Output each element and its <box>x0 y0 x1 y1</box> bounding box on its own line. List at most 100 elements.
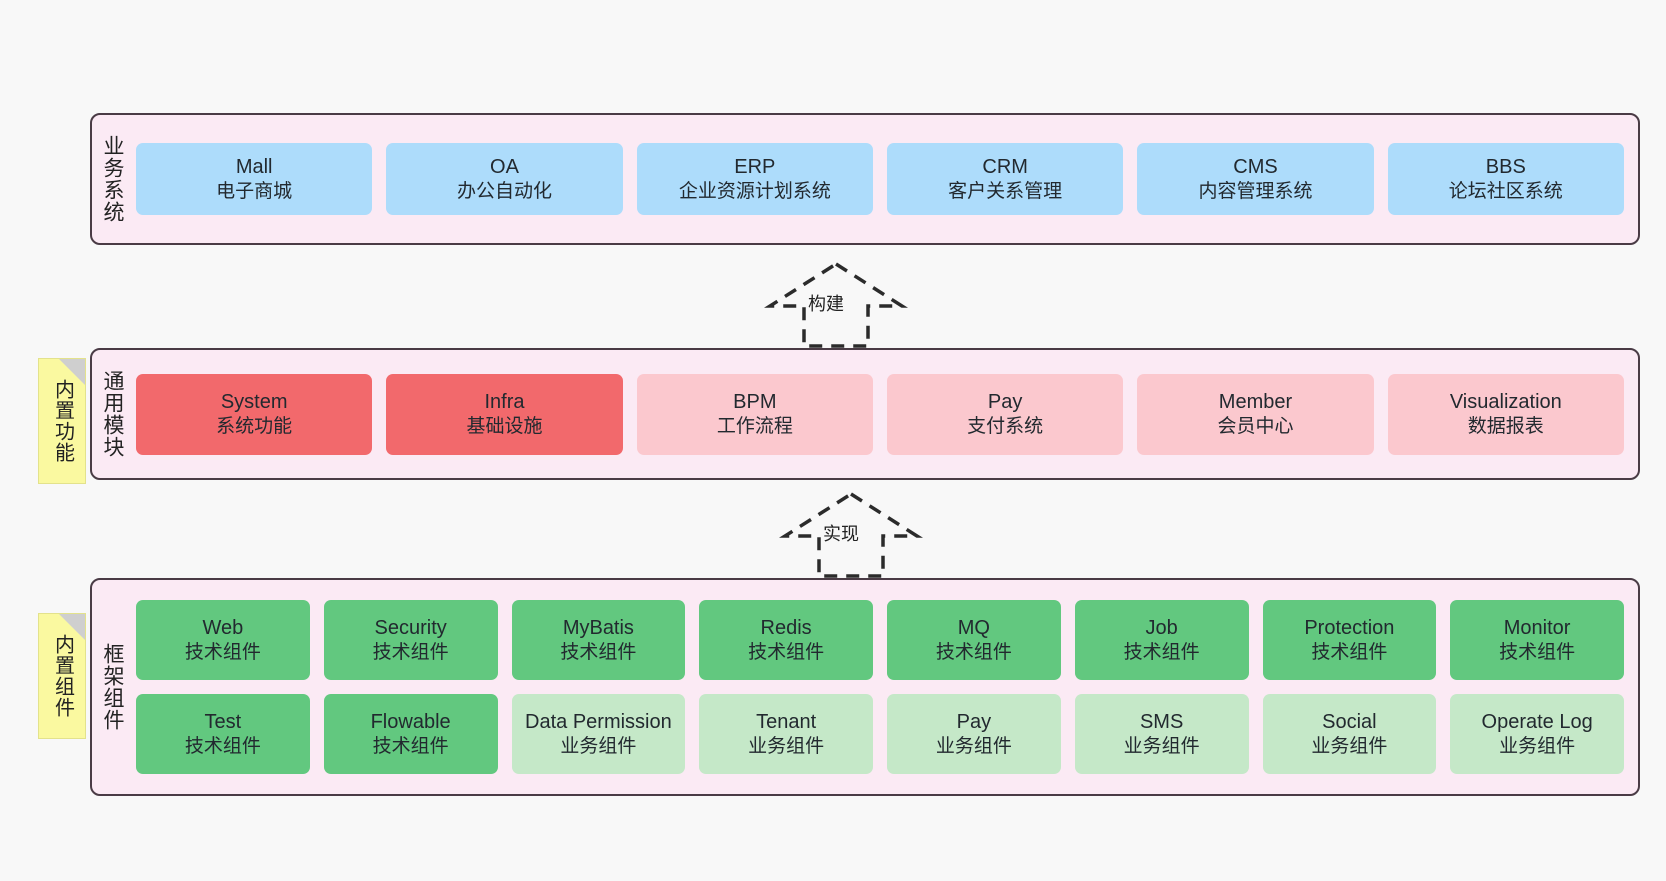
tile-subtitle: 客户关系管理 <box>948 180 1063 202</box>
tile-redis[interactable]: Redis 技术组件 <box>699 600 873 680</box>
sticky-note-builtin-function: 内置功能 <box>38 358 86 484</box>
tile-subtitle: 会员中心 <box>1217 415 1294 437</box>
tile-subtitle: 系统功能 <box>216 415 293 437</box>
tile-security[interactable]: Security 技术组件 <box>323 600 498 680</box>
tile-subtitle: 办公自动化 <box>456 180 552 202</box>
tile-pay-module[interactable]: Pay 支付系统 <box>886 373 1124 455</box>
tile-subtitle: 支付系统 <box>967 415 1044 437</box>
tile-visualization[interactable]: Visualization 数据报表 <box>1387 373 1624 455</box>
tile-infra[interactable]: Infra 基础设施 <box>386 373 623 455</box>
tile-web[interactable]: Web 技术组件 <box>136 600 310 680</box>
tile-subtitle: 业务组件 <box>560 735 637 757</box>
tile-data-permission[interactable]: Data Permission 业务组件 <box>511 694 686 774</box>
tile-title: CRM <box>982 156 1028 179</box>
tile-crm[interactable]: CRM 客户关系管理 <box>886 143 1124 215</box>
tile-member[interactable]: Member 会员中心 <box>1137 373 1374 455</box>
tile-test[interactable]: Test 技术组件 <box>136 694 310 774</box>
tile-title: Security <box>374 617 447 640</box>
tile-bbs[interactable]: BBS 论坛社区系统 <box>1387 143 1624 215</box>
tile-tenant[interactable]: Tenant 业务组件 <box>699 694 873 774</box>
tile-title: Mall <box>235 156 273 179</box>
tile-subtitle: 技术组件 <box>1499 641 1576 663</box>
tile-subtitle: 基础设施 <box>466 415 543 437</box>
tile-title: Flowable <box>370 711 451 734</box>
tile-title: SMS <box>1139 711 1184 734</box>
tile-cms[interactable]: CMS 内容管理系统 <box>1137 143 1374 215</box>
layer-caption-modules: 通用模块 <box>101 370 125 458</box>
connector-build-label: 构建 <box>806 290 846 316</box>
tile-operate-log[interactable]: Operate Log 业务组件 <box>1450 694 1624 774</box>
tile-row: Test 技术组件 Flowable 技术组件 Data Permission … <box>136 694 1624 774</box>
tile-subtitle: 业务组件 <box>1123 735 1200 757</box>
tile-title: Visualization <box>1449 391 1562 414</box>
tile-erp[interactable]: ERP 企业资源计划系统 <box>636 143 873 215</box>
tile-title: Infra <box>484 391 525 414</box>
layer-business-system: 业务系统 Mall 电子商城 OA 办公自动化 ERP 企业资源计划系统 CRM… <box>90 113 1640 245</box>
tile-subtitle: 技术组件 <box>1311 641 1388 663</box>
tile-subtitle: 业务组件 <box>935 735 1012 757</box>
tile-subtitle: 企业资源计划系统 <box>678 180 831 202</box>
tile-title: Member <box>1218 391 1293 414</box>
tile-title: ERP <box>734 156 776 179</box>
tile-sms[interactable]: SMS 业务组件 <box>1074 694 1249 774</box>
tile-title: Operate Log <box>1481 711 1593 734</box>
layer-framework-components: 框架组件 Web 技术组件 Security 技术组件 MyBatis 技术组件… <box>90 578 1640 796</box>
tile-title: Job <box>1145 617 1178 640</box>
layer-body-modules: System 系统功能 Infra 基础设施 BPM 工作流程 Pay 支付系统… <box>132 350 1638 478</box>
tile-subtitle: 电子商城 <box>216 180 293 202</box>
tile-title: MQ <box>957 617 990 640</box>
tile-title: Web <box>202 617 244 640</box>
layer-caption-business: 业务系统 <box>101 135 125 223</box>
tile-title: Pay <box>956 711 992 734</box>
tile-subtitle: 数据报表 <box>1467 415 1544 437</box>
sticky-note-builtin-component: 内置组件 <box>38 613 86 739</box>
tile-title: Monitor <box>1503 617 1571 640</box>
tile-social[interactable]: Social 业务组件 <box>1262 694 1437 774</box>
tile-subtitle: 技术组件 <box>1123 641 1200 663</box>
tile-mybatis[interactable]: MyBatis 技术组件 <box>511 600 686 680</box>
tile-subtitle: 业务组件 <box>748 735 825 757</box>
layer-caption-framework: 框架组件 <box>101 643 125 731</box>
tile-subtitle: 技术组件 <box>748 641 825 663</box>
layer-body-framework: Web 技术组件 Security 技术组件 MyBatis 技术组件 Redi… <box>132 580 1638 794</box>
tile-row: Web 技术组件 Security 技术组件 MyBatis 技术组件 Redi… <box>136 600 1624 680</box>
tile-flowable[interactable]: Flowable 技术组件 <box>323 694 498 774</box>
tile-title: OA <box>490 156 519 179</box>
tile-title: Tenant <box>756 711 817 734</box>
tile-title: System <box>220 391 288 414</box>
build-arrow-icon <box>763 261 909 348</box>
tile-oa[interactable]: OA 办公自动化 <box>386 143 623 215</box>
tile-subtitle: 业务组件 <box>1499 735 1576 757</box>
connector-implement-label: 实现 <box>821 520 861 546</box>
implement-arrow-icon <box>778 491 924 578</box>
tile-subtitle: 技术组件 <box>372 641 449 663</box>
connector-build: 构建 <box>750 258 920 350</box>
tile-bpm[interactable]: BPM 工作流程 <box>636 373 873 455</box>
tile-title: CMS <box>1233 156 1278 179</box>
tile-protection[interactable]: Protection 技术组件 <box>1262 600 1437 680</box>
tile-subtitle: 技术组件 <box>935 641 1012 663</box>
connector-implement: 实现 <box>765 488 935 580</box>
tile-system[interactable]: System 系统功能 <box>136 373 373 455</box>
tile-mq[interactable]: MQ 技术组件 <box>887 600 1061 680</box>
layer-body-business: Mall 电子商城 OA 办公自动化 ERP 企业资源计划系统 CRM 客户关系… <box>132 115 1638 243</box>
tile-title: Data Permission <box>525 711 672 734</box>
tile-subtitle: 技术组件 <box>184 735 261 757</box>
tile-title: Redis <box>760 617 812 640</box>
tile-pay-component[interactable]: Pay 业务组件 <box>887 694 1061 774</box>
tile-job[interactable]: Job 技术组件 <box>1074 600 1249 680</box>
tile-subtitle: 业务组件 <box>1311 735 1388 757</box>
tile-subtitle: 内容管理系统 <box>1198 180 1313 202</box>
tile-title: Test <box>204 711 242 734</box>
tile-subtitle: 工作流程 <box>716 415 793 437</box>
layer-common-modules: 通用模块 System 系统功能 Infra 基础设施 BPM 工作流程 Pay… <box>90 348 1640 480</box>
tile-title: MyBatis <box>562 617 634 640</box>
tile-subtitle: 论坛社区系统 <box>1448 180 1563 202</box>
tile-monitor[interactable]: Monitor 技术组件 <box>1450 600 1624 680</box>
tile-mall[interactable]: Mall 电子商城 <box>136 143 373 215</box>
tile-title: Social <box>1322 711 1377 734</box>
tile-title: Protection <box>1304 617 1395 640</box>
tile-row: System 系统功能 Infra 基础设施 BPM 工作流程 Pay 支付系统… <box>136 373 1624 455</box>
tile-row: Mall 电子商城 OA 办公自动化 ERP 企业资源计划系统 CRM 客户关系… <box>136 143 1624 215</box>
